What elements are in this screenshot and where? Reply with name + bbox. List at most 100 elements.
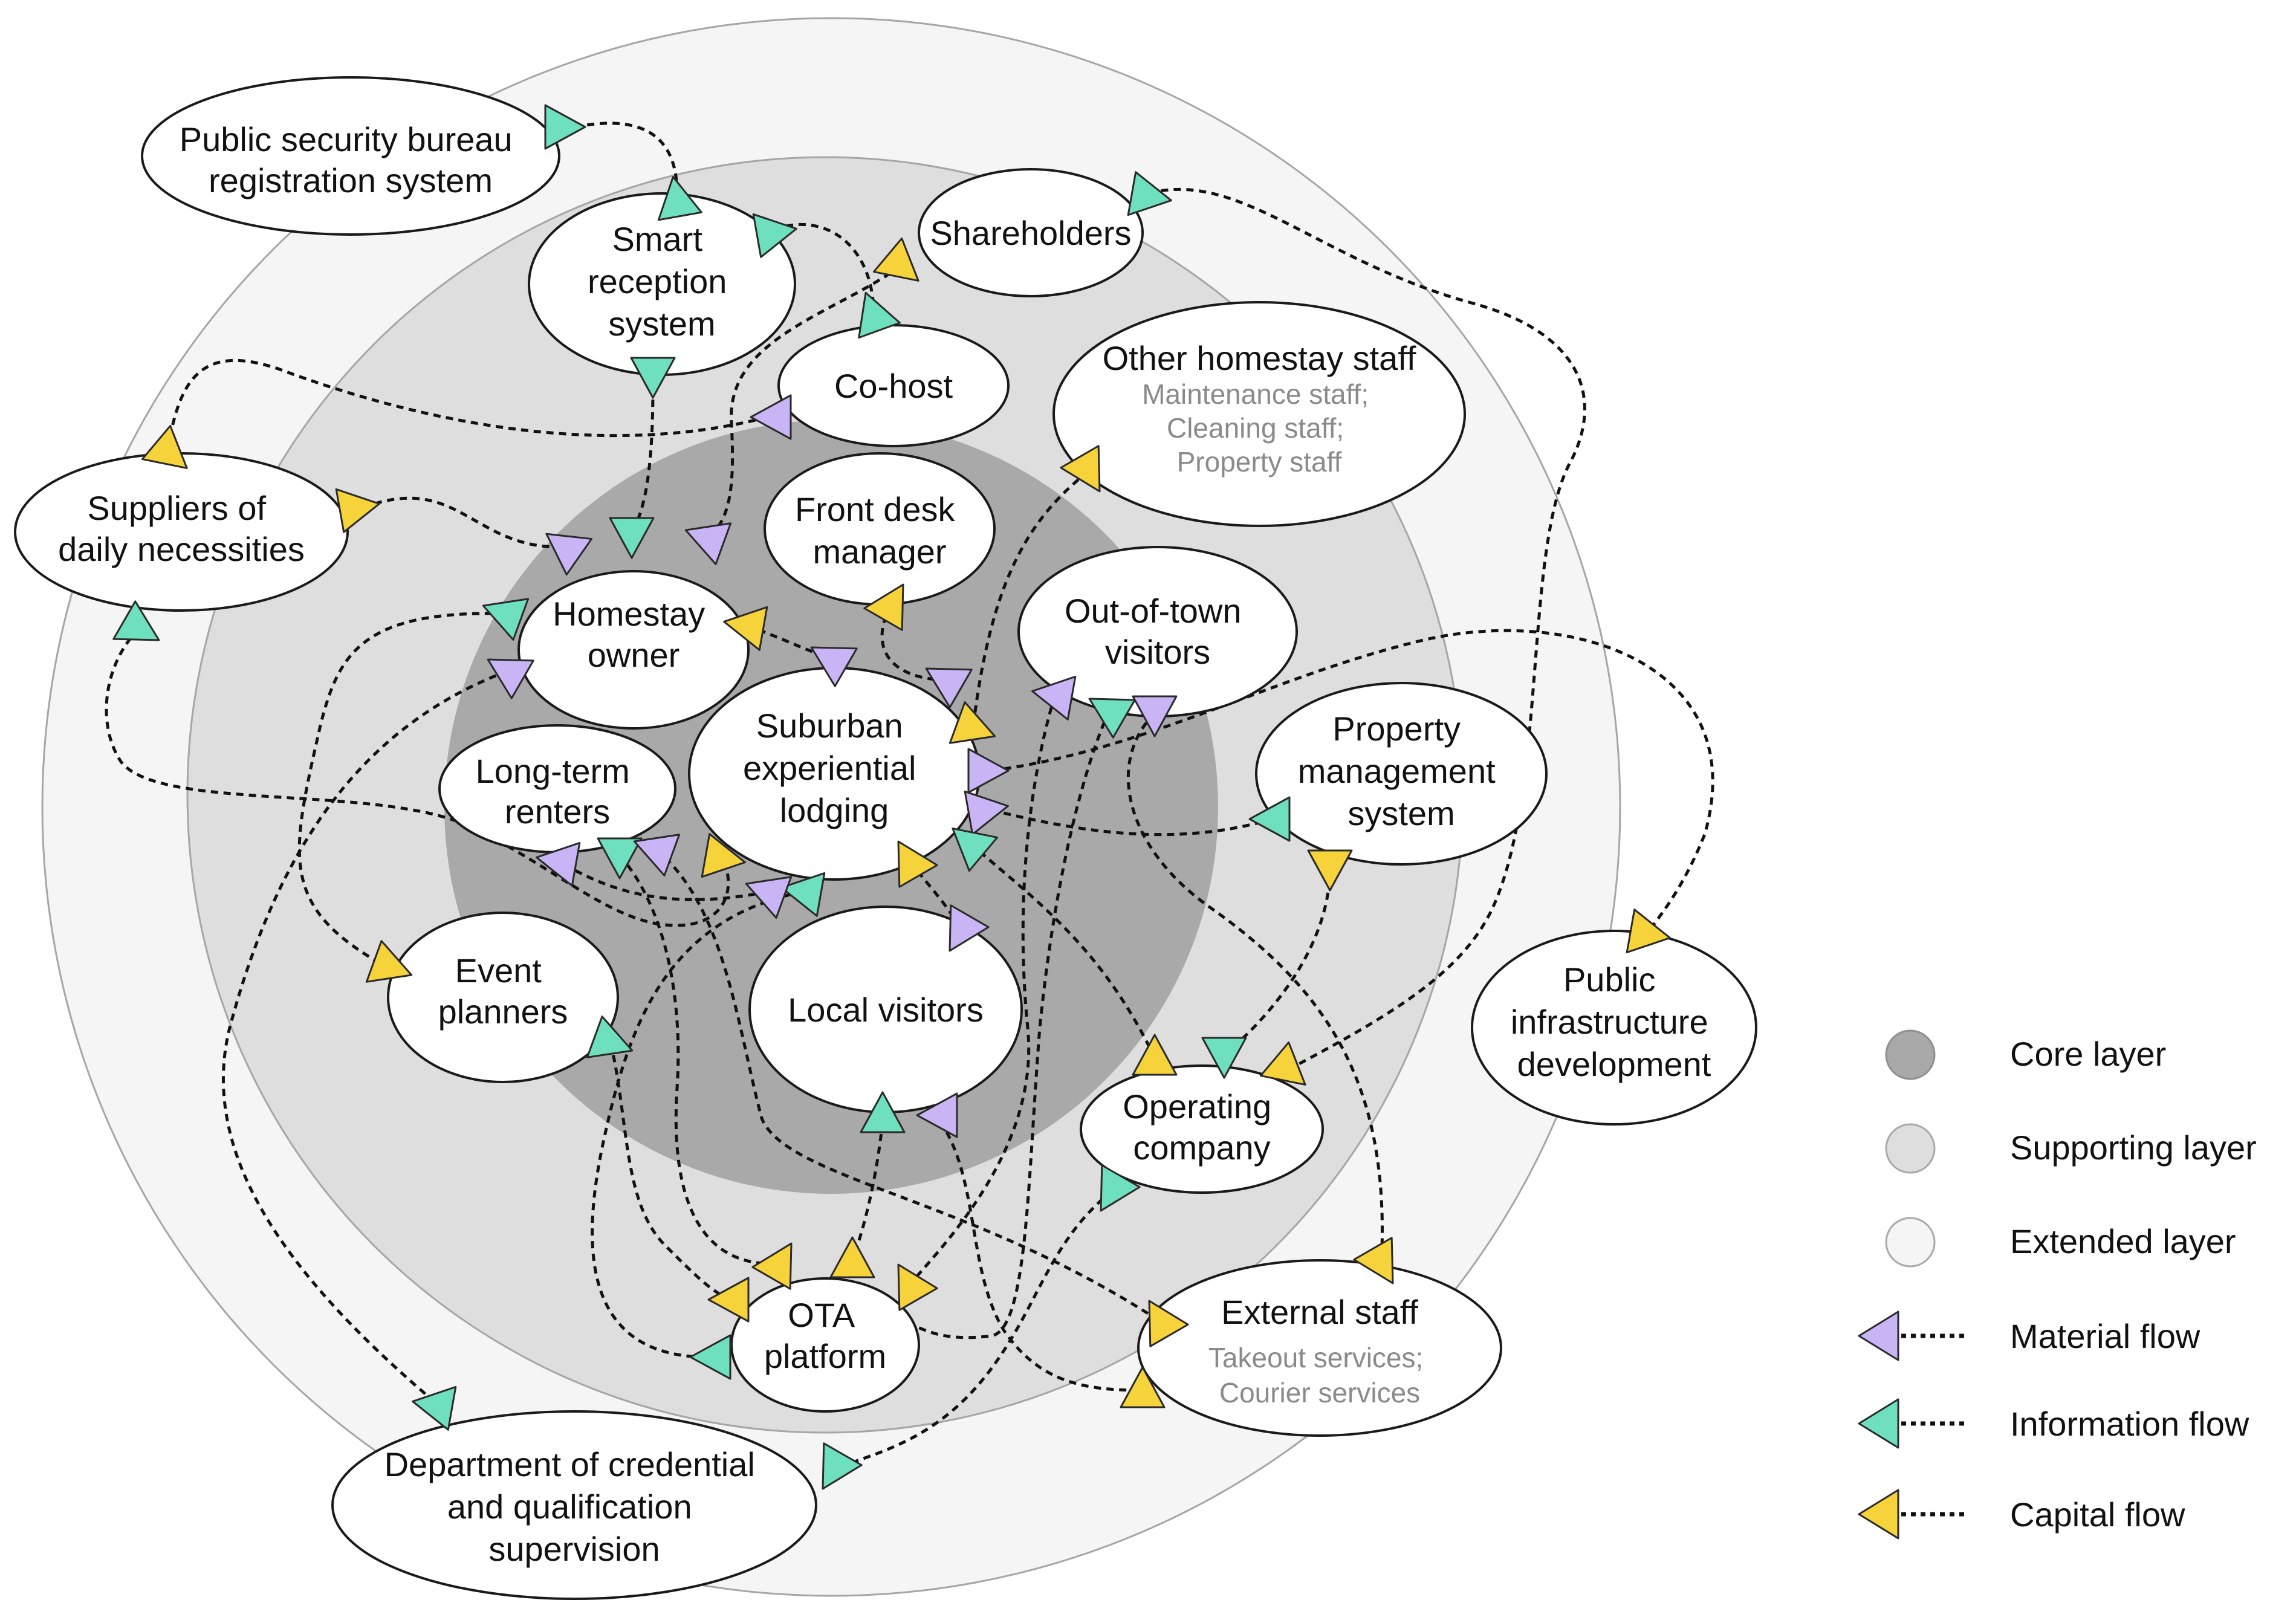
legend-capital-label: Capital flow xyxy=(2010,1495,2185,1534)
flow-line xyxy=(969,842,1156,1059)
material-flow-arrowhead xyxy=(545,533,593,576)
node-detail: Takeout services; xyxy=(1208,1342,1423,1373)
node-external-staff[interactable]: External staff Takeout services; Courier… xyxy=(1137,1259,1502,1437)
information-flow-arrowhead xyxy=(1100,1164,1141,1212)
flow-line xyxy=(971,470,1089,726)
capital-flow-arrowhead xyxy=(751,1242,793,1290)
node-front-desk-manager[interactable]: Front desk manager xyxy=(764,452,996,606)
capital-flow-arrowhead xyxy=(863,583,904,631)
svg-text:Public infrastructure: Public infrastructure development xyxy=(1511,961,1717,1083)
node-homestay-owner[interactable]: Homestay owner xyxy=(517,570,750,730)
node-label: registration system xyxy=(209,161,493,199)
node-public-security-bureau[interactable]: Public security bureau registration syst… xyxy=(141,76,560,236)
svg-text:Property management: Property management system xyxy=(1298,710,1505,832)
node-shape xyxy=(1471,930,1757,1126)
information-flow-arrowhead xyxy=(630,357,676,399)
node-public-infrastructure-development[interactable]: Public infrastructure development xyxy=(1471,930,1757,1126)
svg-text:Public security bureau r: Public security bureau registration syst… xyxy=(180,120,522,199)
flow-line xyxy=(609,1042,732,1301)
svg-text:Out-of-town visitors: Out-of-town visitors xyxy=(1065,592,1251,671)
legend-extended-label: Extended layer xyxy=(2010,1222,2236,1260)
information-flow-arrowhead xyxy=(1088,698,1136,739)
capital-flow-arrowhead xyxy=(1626,909,1671,954)
node-other-homestay-staff[interactable]: Other homestay staff Maintenance staff; … xyxy=(1052,301,1466,527)
svg-text:Front desk manager: Front desk manager xyxy=(795,490,964,571)
node-label: management xyxy=(1298,752,1496,790)
node-co-host[interactable]: Co-host xyxy=(777,324,1010,447)
flow-arrowheads xyxy=(112,104,1671,1490)
node-detail: Maintenance staff; xyxy=(1142,378,1369,410)
node-suburban-experiential-lodging[interactable]: Suburban experiential lodging xyxy=(688,667,981,881)
material-flow-arrowhead xyxy=(750,394,792,440)
node-detail: Cleaning staff; xyxy=(1167,412,1344,444)
material-flow-arrowhead xyxy=(916,1092,958,1138)
node-label: Event xyxy=(455,951,542,990)
material-flow-arrowhead xyxy=(487,658,534,699)
legend: Core layer Supporting layer Extended lay… xyxy=(1858,1029,2257,1540)
capital-flow-arrowhead xyxy=(723,606,768,651)
information-flow-arrowhead xyxy=(112,600,160,641)
node-label: Other homestay staff xyxy=(1103,339,1416,377)
node-shape xyxy=(1137,1259,1502,1437)
legend-supporting-swatch xyxy=(1885,1123,1936,1174)
node-label: visitors xyxy=(1105,633,1210,671)
legend-material-symbol xyxy=(1858,1310,1968,1361)
flow-line xyxy=(167,358,768,442)
material-flow-arrowhead xyxy=(745,876,793,919)
node-shape xyxy=(517,570,750,730)
node-label: Property xyxy=(1332,710,1461,748)
capital-flow-arrowhead xyxy=(1148,1300,1189,1347)
node-long-term-renters[interactable]: Long-term renters xyxy=(438,724,676,854)
node-ota-platform[interactable]: OTA platform xyxy=(730,1277,920,1413)
capital-flow-arrowhead xyxy=(701,833,746,878)
node-label: Front desk xyxy=(795,490,956,528)
information-flow-arrowhead xyxy=(1248,796,1291,842)
node-smart-reception-system[interactable]: Smart reception system xyxy=(528,192,796,376)
svg-text:Operating company: Operating company xyxy=(1123,1087,1281,1167)
svg-text:Co-host: Co-host xyxy=(834,367,953,405)
material-flow-arrowhead xyxy=(1031,675,1077,721)
node-local-visitors[interactable]: Local visitors xyxy=(748,905,1023,1113)
material-flow-arrowhead xyxy=(684,522,732,565)
node-suppliers[interactable]: Suppliers of daily necessities xyxy=(14,452,349,612)
capital-flow-arrowhead xyxy=(1120,1366,1166,1408)
node-shape xyxy=(387,912,619,1083)
node-label: Smart xyxy=(612,220,703,258)
flow-line xyxy=(591,890,805,1359)
information-flow-arrowhead xyxy=(1127,171,1172,216)
information-flow-arrowhead xyxy=(952,828,999,872)
flow-line xyxy=(991,629,1714,935)
flow-line xyxy=(834,1190,1114,1471)
svg-text:Event planners: Event planners xyxy=(438,951,568,1031)
node-shape xyxy=(1052,301,1466,527)
information-flow-arrowhead xyxy=(657,176,702,221)
node-out-of-town-visitors[interactable]: Out-of-town visitors xyxy=(1017,546,1298,718)
capital-flow-arrowhead xyxy=(897,840,938,888)
flow-line xyxy=(630,386,655,533)
node-operating-company[interactable]: Operating company xyxy=(1080,1064,1324,1194)
node-label: company xyxy=(1133,1129,1270,1167)
svg-text:Department of credential: Department of credential and qualificati… xyxy=(384,1445,765,1568)
flow-line xyxy=(1126,712,1384,1264)
capital-flow-arrowhead xyxy=(829,1236,875,1278)
material-flow-arrowhead xyxy=(633,834,681,876)
node-label: experiential xyxy=(743,749,916,787)
svg-text:Takeout services; Courie: Takeout services; Courier services xyxy=(1208,1342,1431,1408)
node-label: Public xyxy=(1563,961,1656,999)
material-flow-arrowhead xyxy=(1132,695,1178,737)
information-flow-arrowhead xyxy=(586,1016,634,1058)
information-flow-arrowhead xyxy=(689,1334,731,1380)
capital-flow-arrowhead xyxy=(1259,1041,1306,1086)
flow-line xyxy=(221,669,508,1404)
node-shareholders[interactable]: Shareholders xyxy=(918,168,1144,297)
node-event-planners[interactable]: Event planners xyxy=(387,912,619,1083)
capital-flow-arrowhead xyxy=(897,1263,938,1311)
flow-line xyxy=(1148,187,1586,1072)
node-shape xyxy=(730,1277,920,1413)
node-property-management-system[interactable]: Property management system xyxy=(1255,682,1548,866)
svg-text:Other homestay staff: Other homestay staff xyxy=(1103,339,1416,377)
svg-text:Local visitors: Local visitors xyxy=(788,991,984,1029)
node-department-credential-supervision[interactable]: Department of credential and qualificati… xyxy=(331,1410,817,1600)
legend-extended-swatch xyxy=(1885,1217,1936,1268)
